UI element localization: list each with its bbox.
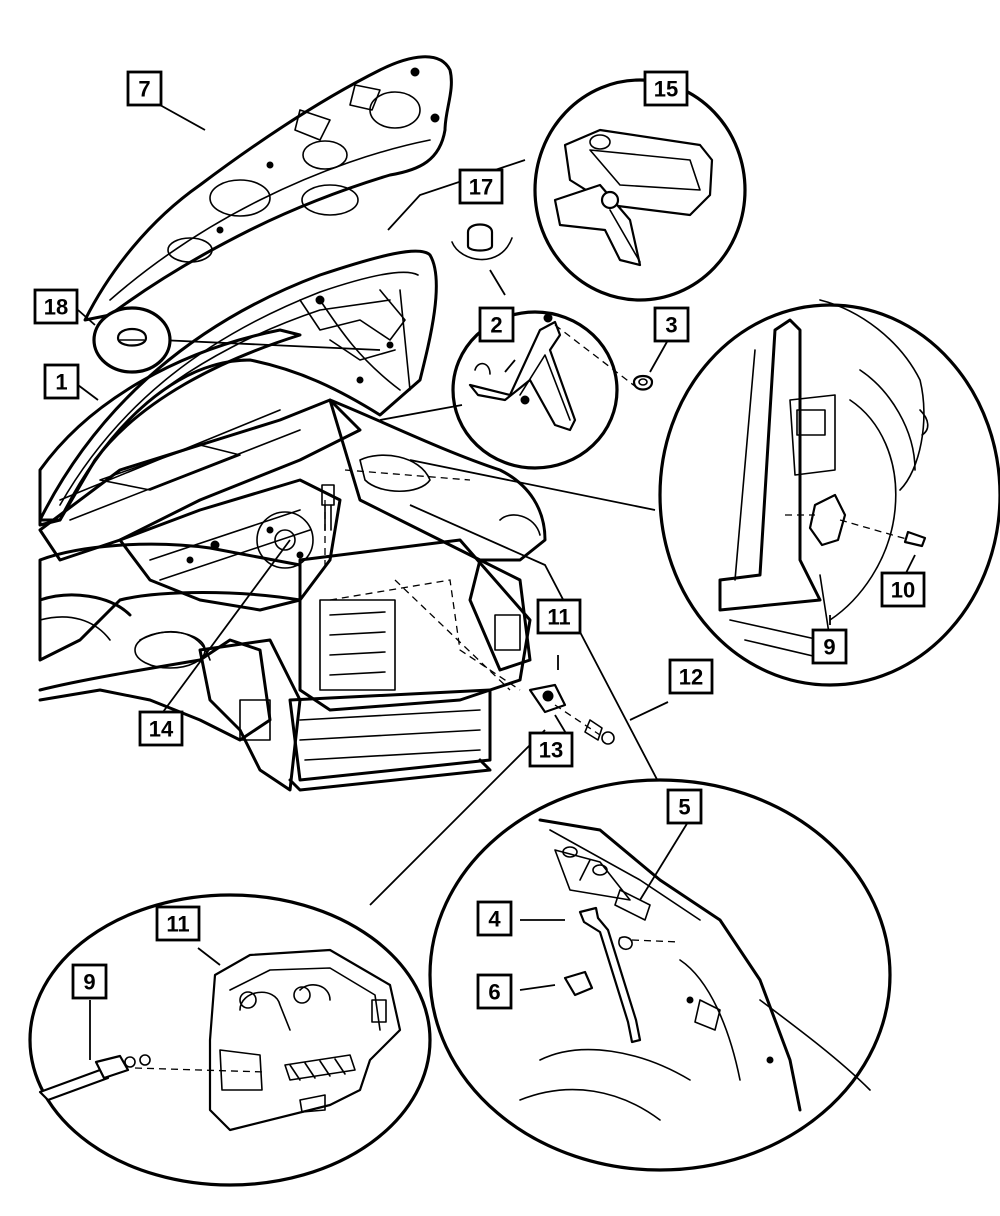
callout-9-upper: 9 bbox=[811, 628, 848, 665]
callout-14: 14 bbox=[138, 710, 184, 747]
callout-11-upper: 11 bbox=[536, 598, 582, 635]
callout-10: 10 bbox=[880, 571, 926, 608]
hood-latch-bubble bbox=[28, 729, 546, 1187]
callout-5: 5 bbox=[666, 788, 703, 825]
callout-6: 6 bbox=[476, 973, 513, 1010]
svg-text:2: 2 bbox=[490, 313, 502, 338]
grommet-detail-bubble bbox=[92, 306, 381, 374]
callout-4: 4 bbox=[476, 900, 513, 937]
vehicle-front-end bbox=[38, 328, 615, 792]
svg-text:18: 18 bbox=[44, 295, 68, 320]
callout-17: 17 bbox=[458, 168, 504, 205]
svg-text:14: 14 bbox=[149, 717, 174, 742]
callout-12: 12 bbox=[668, 658, 714, 695]
callout-9-lower: 9 bbox=[71, 963, 108, 1000]
callout-13: 13 bbox=[528, 731, 574, 768]
svg-text:15: 15 bbox=[654, 77, 678, 102]
svg-text:9: 9 bbox=[83, 970, 95, 995]
callout-18: 18 bbox=[33, 288, 79, 325]
svg-text:7: 7 bbox=[138, 77, 150, 102]
svg-text:13: 13 bbox=[539, 738, 563, 763]
svg-text:3: 3 bbox=[665, 313, 677, 338]
hinge-bubble bbox=[379, 310, 654, 470]
callout-11-lower: 11 bbox=[155, 905, 201, 942]
hood-silencer bbox=[83, 55, 453, 322]
svg-text:1: 1 bbox=[55, 370, 67, 395]
svg-text:10: 10 bbox=[891, 578, 915, 603]
svg-text:17: 17 bbox=[469, 175, 493, 200]
svg-text:4: 4 bbox=[488, 907, 501, 932]
bumper-detail bbox=[387, 159, 526, 296]
svg-text:11: 11 bbox=[166, 912, 189, 937]
callout-2: 2 bbox=[478, 306, 515, 343]
svg-text:12: 12 bbox=[679, 665, 703, 690]
svg-text:9: 9 bbox=[823, 635, 835, 660]
hood bbox=[38, 249, 438, 522]
callout-3: 3 bbox=[653, 306, 690, 343]
svg-text:6: 6 bbox=[488, 980, 500, 1005]
prop-rod-bubble bbox=[409, 504, 892, 1172]
callout-7: 7 bbox=[126, 70, 163, 107]
release-handle-bubble bbox=[533, 78, 747, 302]
callout-1: 1 bbox=[43, 363, 80, 400]
svg-text:5: 5 bbox=[678, 795, 690, 820]
callout-15: 15 bbox=[643, 70, 689, 107]
svg-text:11: 11 bbox=[547, 605, 570, 630]
